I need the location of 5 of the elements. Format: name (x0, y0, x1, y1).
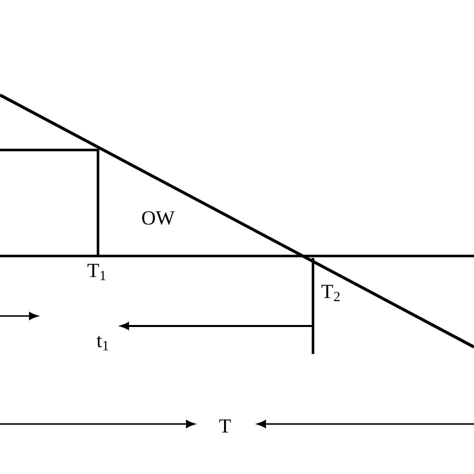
axis-label: T$_{1}$ (88, 264, 106, 280)
axis-label: T$_{2}$ (322, 284, 340, 302)
axis-label: T (219, 419, 231, 433)
axis-label: OW (142, 211, 175, 225)
axis-label: t$_{1}$ (96, 336, 108, 350)
